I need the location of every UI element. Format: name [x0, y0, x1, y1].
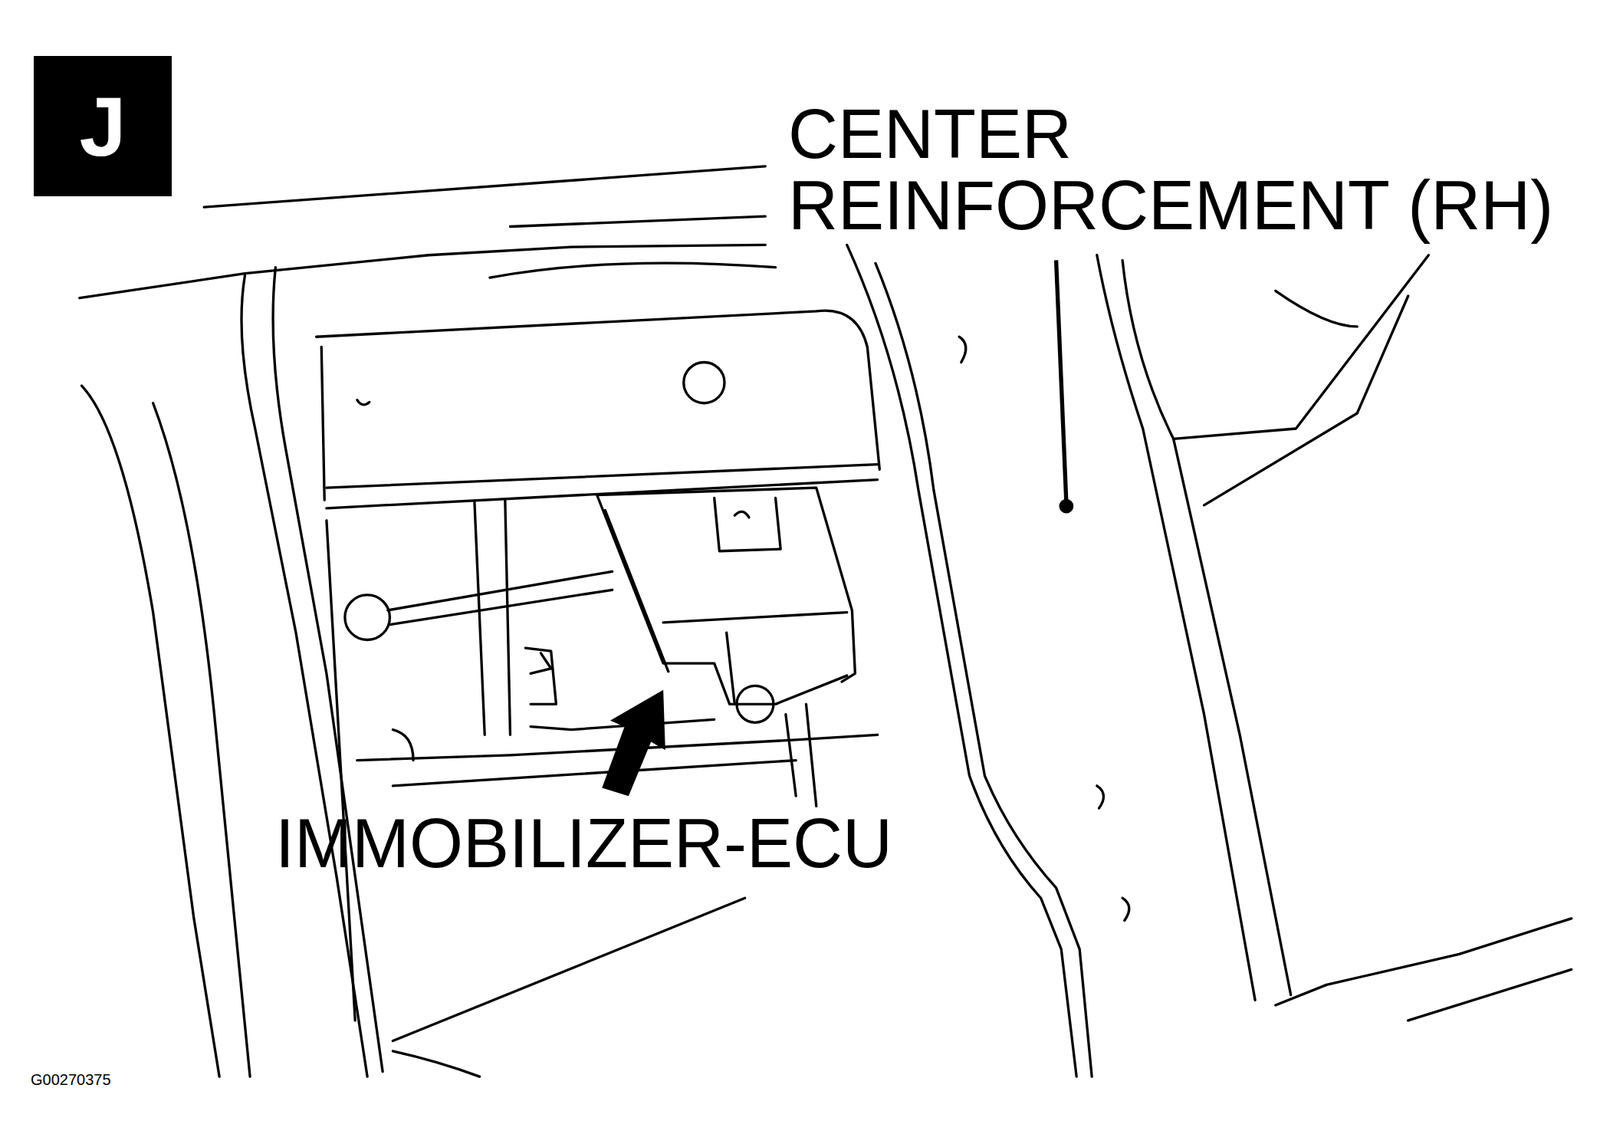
part-label: CENTER REINFORCEMENT (RH): [788, 98, 1595, 242]
panel-letter: J: [78, 84, 126, 169]
part-label: IMMOBILIZER-ECU: [275, 808, 893, 878]
panel-letter-box: J: [33, 55, 172, 197]
figure-code: G00270375: [30, 1071, 112, 1088]
